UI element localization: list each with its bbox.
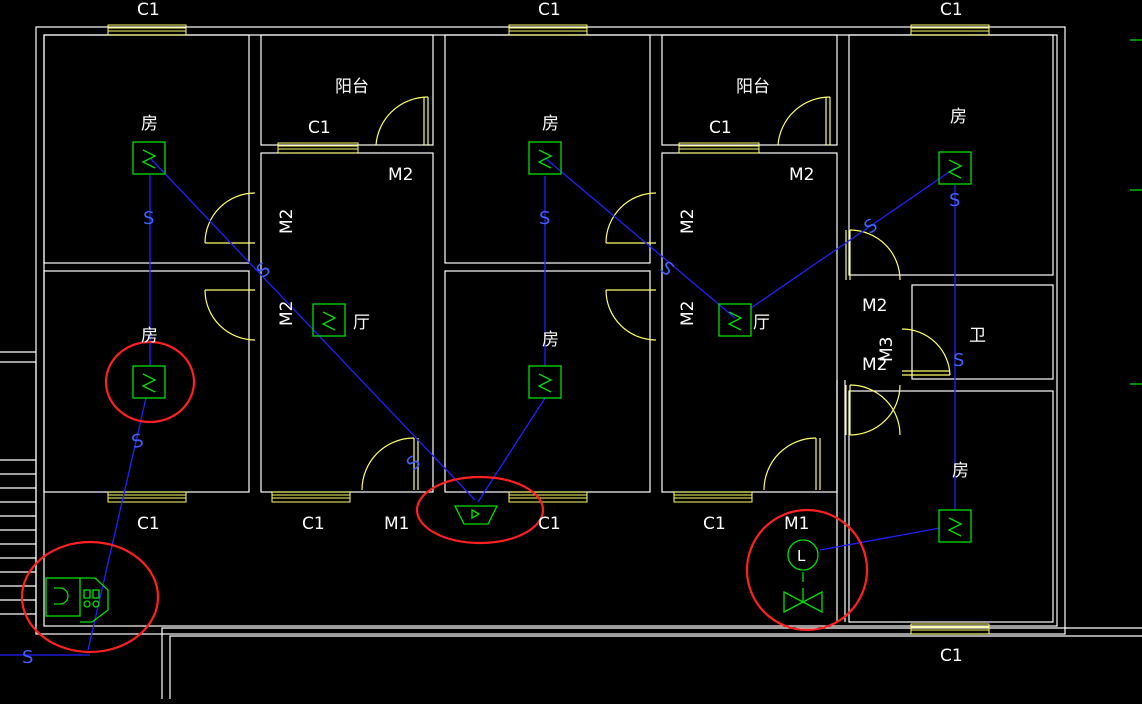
wire-label: S: [949, 190, 960, 211]
window-label: C1: [940, 0, 963, 20]
door-label: M1: [784, 514, 809, 534]
door-label: M2: [388, 165, 413, 185]
smoke-detector-icon[interactable]: [132, 141, 166, 175]
smoke-detector-icon[interactable]: [528, 141, 562, 175]
wire-label: S: [953, 350, 964, 371]
window-label: C1: [940, 646, 963, 666]
wire-hall-to-right: [750, 167, 956, 309]
door-label: M2: [789, 165, 814, 185]
wire-mid-diag: [477, 397, 546, 503]
window-label: C1: [137, 0, 160, 20]
door-label: M2: [277, 209, 297, 234]
room-label: 卫: [969, 326, 986, 346]
room-label: 厅: [353, 313, 370, 333]
wire-label: S: [253, 259, 275, 282]
lower-boundary: [161, 627, 1142, 699]
door-label: M3: [877, 337, 897, 362]
room-label: 房: [141, 114, 158, 134]
room-bedroom-2: [43, 270, 250, 493]
room-label: 房: [950, 107, 967, 127]
wire-label: S: [22, 647, 33, 668]
door-label: M2: [277, 301, 297, 326]
room-label: 阳台: [335, 77, 369, 97]
smoke-detector-icon[interactable]: [528, 365, 562, 399]
room-label: 厅: [753, 313, 770, 333]
doors: [204, 96, 951, 491]
windows: [107, 24, 990, 635]
window-label: C1: [703, 514, 726, 534]
gas-alarm-controller-icon[interactable]: [45, 577, 109, 623]
room-label: 房: [542, 330, 559, 350]
markup: [20, 340, 869, 654]
room-label: 房: [542, 114, 559, 134]
indicator-lamp-icon[interactable]: L: [787, 539, 819, 582]
markup-circle[interactable]: [104, 340, 196, 424]
stair: [0, 351, 37, 626]
room-balcony-left: [260, 34, 434, 146]
window-label: C1: [538, 514, 561, 534]
wiring: [0, 157, 956, 656]
markup-circle[interactable]: [20, 540, 160, 654]
door-label: M2: [678, 301, 698, 326]
lower-boundary-inner: [169, 635, 1142, 699]
walls: [0, 26, 1142, 699]
window-label: C1: [137, 514, 160, 534]
grid-ticks: [1130, 39, 1142, 385]
smoke-detector-icon[interactable]: [938, 509, 972, 543]
door-label: M2: [862, 296, 887, 316]
window-label: C1: [538, 0, 561, 20]
detectors: [132, 141, 972, 543]
window-label: C1: [302, 514, 325, 534]
door-label: M2: [678, 209, 698, 234]
wire-label: S: [860, 215, 881, 239]
door-label: M2: [862, 355, 887, 375]
room-bathroom: [911, 284, 1054, 380]
wire-label: S: [143, 208, 154, 229]
outer-wall: [35, 26, 1066, 635]
markup-circle[interactable]: [415, 475, 545, 545]
door-label: M1: [384, 514, 409, 534]
wire-labels: S S S S S S S S S S: [22, 190, 964, 668]
smoke-detector-icon[interactable]: [132, 365, 166, 399]
lamp-letter: L: [797, 547, 806, 565]
smoke-detector-icon[interactable]: [312, 303, 346, 337]
alarm-horn-icon[interactable]: [453, 505, 499, 525]
solenoid-valve-icon[interactable]: [783, 588, 823, 614]
wire-label: S: [656, 257, 678, 280]
wire-label: S: [539, 208, 550, 229]
wire-label: S: [129, 430, 145, 453]
window-label: C1: [709, 118, 732, 138]
smoke-detector-icon[interactable]: [718, 303, 752, 337]
window-label: C1: [308, 118, 331, 138]
room-label: 房: [952, 461, 969, 481]
smoke-detector-icon[interactable]: [938, 151, 972, 185]
wire-mid-to-hall: [544, 157, 736, 319]
room-balcony-right: [661, 34, 838, 146]
room-label: 房: [141, 326, 158, 346]
wire-label: S: [403, 452, 425, 475]
room-label: 阳台: [736, 77, 770, 97]
markup-circle[interactable]: [745, 508, 869, 632]
labels: C1 C1 C1 C1 C1 C1 C1 C1 C1 C1 M2 M2 M2 M…: [137, 0, 986, 666]
wire-left-down: [87, 397, 147, 651]
room-bedroom-6: [848, 390, 1054, 623]
wire-lamp-link: [819, 527, 941, 551]
